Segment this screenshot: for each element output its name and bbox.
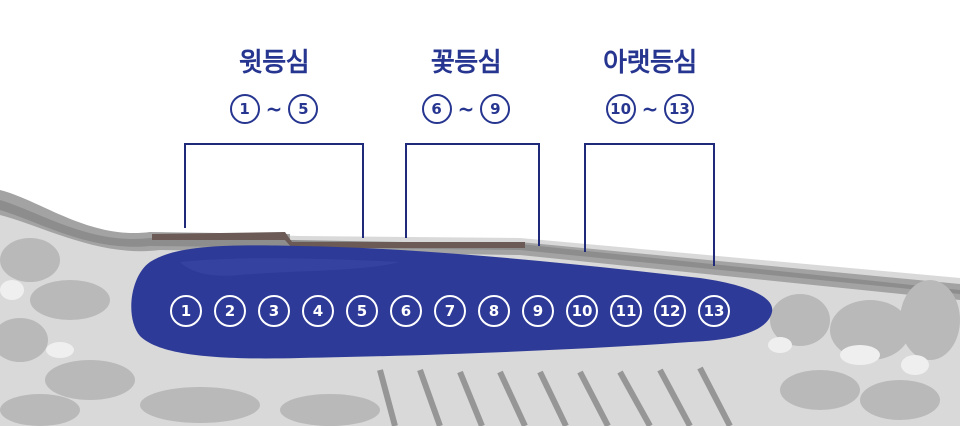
bracket-lines (184, 143, 715, 266)
range-start-circle: 6 (421, 94, 452, 124)
cut-marker-6: 6 (390, 295, 422, 327)
cut-marker-7: 7 (434, 295, 466, 327)
cut-marker-2: 2 (214, 295, 246, 327)
cut-marker-5: 5 (346, 295, 378, 327)
range-tilde: ~ (265, 97, 283, 121)
cut-marker-8: 8 (478, 295, 510, 327)
range-end-circle: 5 (288, 94, 319, 124)
range-rib-eye: 6 ~ 9 (376, 92, 556, 126)
group-title-upper-loin: 윗등심 (238, 48, 310, 78)
marbling-light (0, 280, 929, 375)
rib-striations (377, 366, 733, 426)
cut-marker-13: 13 (698, 295, 730, 327)
group-title-lower-loin: 아랫등심 (603, 48, 697, 78)
cut-marker-11: 11 (610, 295, 642, 327)
cut-marker-1: 1 (170, 295, 202, 327)
cut-marker-12: 12 (654, 295, 686, 327)
range-lower-loin: 10 ~ 13 (560, 92, 740, 126)
range-tilde: ~ (641, 97, 659, 121)
range-start-circle: 1 (229, 94, 260, 124)
range-tilde: ~ (457, 97, 475, 121)
range-end-circle: 13 (664, 94, 695, 124)
range-start-circle: 10 (605, 94, 636, 124)
cut-marker-3: 3 (258, 295, 290, 327)
cut-marker-10: 10 (566, 295, 598, 327)
surface-edge (152, 232, 525, 248)
cut-marker-9: 9 (522, 295, 554, 327)
marbling-texture (0, 238, 960, 426)
group-title-rib-eye: 꽃등심 (430, 48, 502, 78)
range-upper-loin: 1 ~ 5 (184, 92, 364, 126)
cut-marker-4: 4 (302, 295, 334, 327)
loin-cut-shading (180, 258, 400, 276)
range-end-circle: 9 (480, 94, 511, 124)
